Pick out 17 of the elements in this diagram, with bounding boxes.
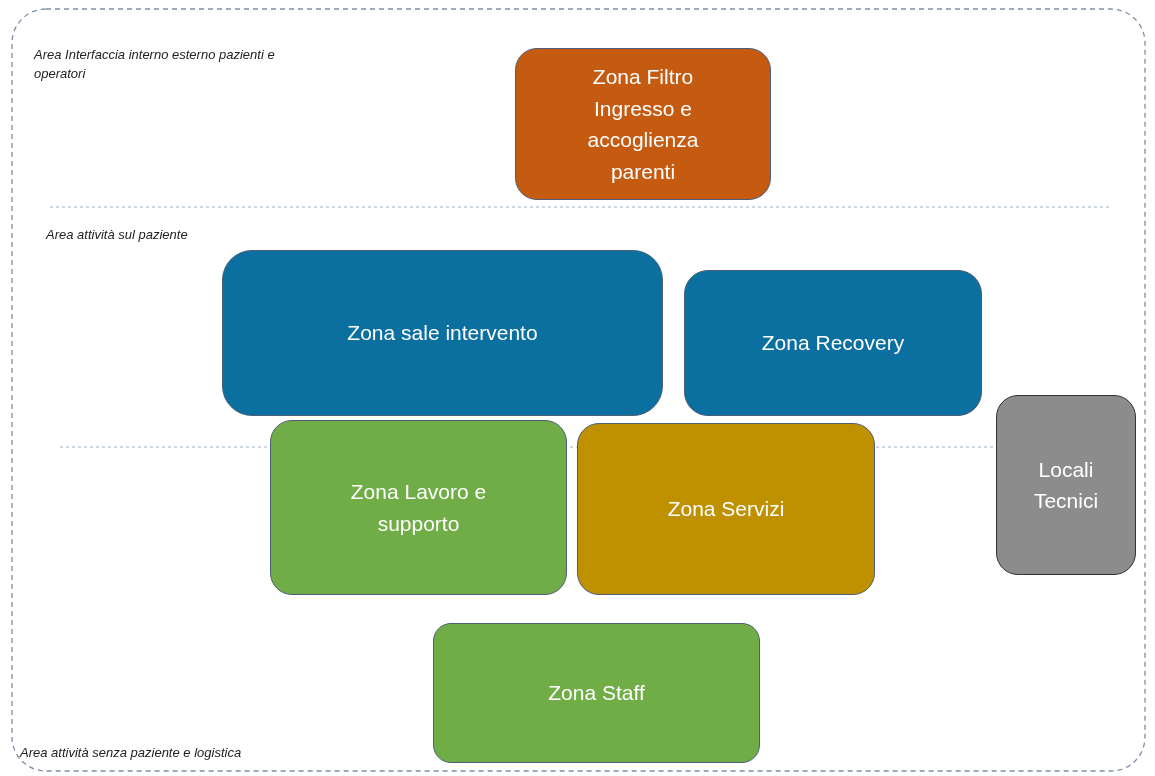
zone-box: [270, 420, 567, 595]
zone-label: Zona Filtro Ingresso e accoglienza parenti: [586, 64, 700, 185]
zone-box: [515, 48, 771, 200]
area-label: Area attività senza paziente e logistica: [20, 744, 243, 762]
zone-label: Zona Servizi: [666, 496, 786, 523]
zone-box: [577, 423, 875, 595]
zone-label: Locali Tecnici: [1032, 456, 1100, 514]
zone-label: Zona sale intervento: [346, 320, 539, 347]
area-label: Area Interfaccia interno esterno pazienti e operatori: [34, 46, 276, 83]
zone-label: Zona Lavoro e supporto: [349, 479, 488, 537]
zone-label: Zona Staff: [547, 680, 646, 707]
zone-box: [996, 395, 1136, 575]
zone-label: Zona Recovery: [760, 330, 906, 357]
area-label: Area attività sul paziente: [46, 226, 189, 244]
zone-box: [684, 270, 982, 416]
zone-box: [433, 623, 760, 763]
zone-box: [222, 250, 663, 416]
